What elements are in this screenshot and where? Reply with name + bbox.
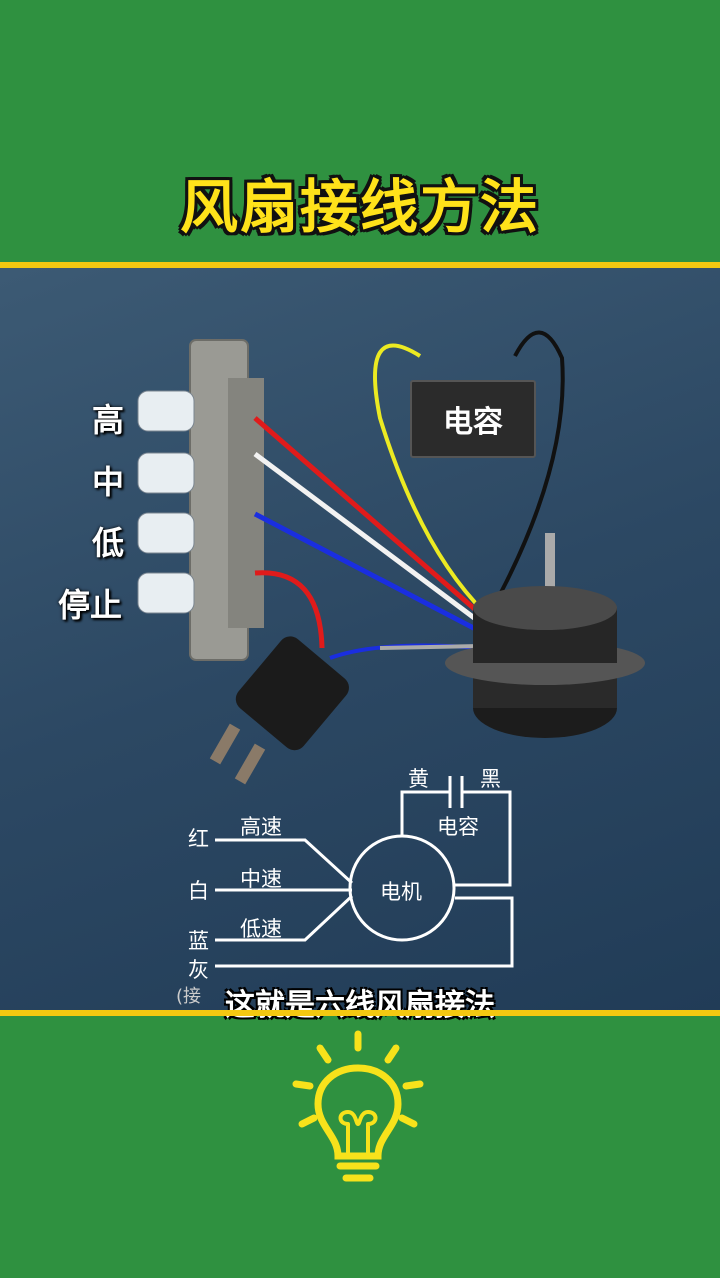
wire-red: 红 bbox=[188, 827, 209, 851]
capacitor: 电容 bbox=[410, 380, 536, 458]
switch-label-stop: 停止 bbox=[58, 586, 123, 624]
cap-wire-black: 黑 bbox=[480, 767, 501, 791]
lightbulb-icon bbox=[292, 1030, 424, 1182]
speed-medium: 中速 bbox=[240, 867, 282, 891]
schematic bbox=[215, 776, 514, 968]
motor bbox=[445, 533, 645, 738]
illustration-panel: 电容 高 中 低 停止 红 白 蓝 灰 (接 高速 中速 低速 电机 黄 黑 电… bbox=[0, 268, 720, 1023]
wiring-illustration bbox=[137, 330, 645, 968]
bottom-divider bbox=[0, 1010, 720, 1016]
ground-note: (接 bbox=[176, 986, 202, 1007]
switch-label-high: 高 bbox=[92, 401, 125, 439]
speed-high: 高速 bbox=[240, 815, 282, 839]
wire-gray: 灰 bbox=[188, 958, 209, 982]
capacitor-diagram-label: 电容 bbox=[437, 815, 479, 839]
speed-low: 低速 bbox=[240, 917, 282, 941]
cap-wire-yellow: 黄 bbox=[408, 767, 429, 791]
top-divider bbox=[0, 262, 720, 268]
switch-label-low: 低 bbox=[92, 524, 125, 562]
subtitle-caption: 这就是六线风扇接法 bbox=[225, 988, 495, 1023]
switch-label-medium: 中 bbox=[92, 463, 125, 501]
page-title: 风扇接线方法 bbox=[179, 173, 540, 241]
motor-label: 电机 bbox=[380, 880, 422, 904]
plug bbox=[209, 636, 349, 785]
switch-knobs bbox=[137, 390, 195, 614]
wire-blue: 蓝 bbox=[188, 929, 209, 953]
wire-white: 白 bbox=[188, 879, 209, 903]
